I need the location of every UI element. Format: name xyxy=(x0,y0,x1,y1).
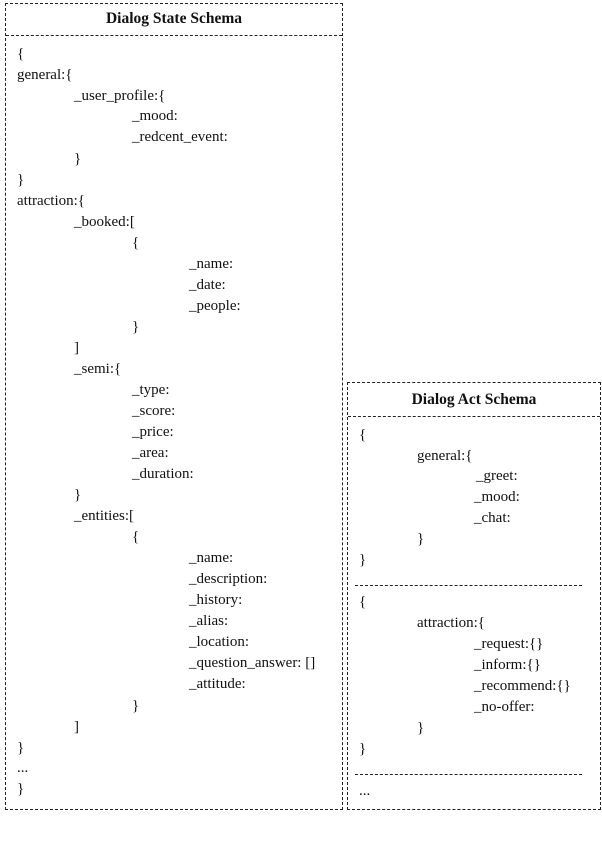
schema-line: { xyxy=(359,594,367,610)
schema-line: } xyxy=(132,698,140,714)
schema-line: ... xyxy=(17,760,29,776)
schema-line: general:{ xyxy=(17,67,73,83)
schema-line: _semi:{ xyxy=(74,361,122,377)
schema-line: ] xyxy=(74,719,79,735)
schema-line: ] xyxy=(74,340,79,356)
schema-line: attraction:{ xyxy=(17,193,86,209)
schema-line: _price: xyxy=(132,424,174,440)
schema-line: _duration: xyxy=(132,466,194,482)
schema-line: _no-offer: xyxy=(474,699,535,715)
schema-line: } xyxy=(417,531,425,547)
schema-line: _user_profile:{ xyxy=(74,88,166,104)
schema-line: { xyxy=(17,46,25,62)
schema-line: _greet: xyxy=(476,468,518,484)
schema-line: _name: xyxy=(189,550,234,566)
schema-line: } xyxy=(17,172,25,188)
dialog-act-schema-title: Dialog Act Schema xyxy=(411,391,537,408)
schema-line: _question_answer: [] xyxy=(189,655,316,671)
schema-line: _history: xyxy=(189,592,243,608)
schema-line: _inform:{} xyxy=(474,657,541,673)
dialog-act-schema-box: Dialog Act Schema xyxy=(347,382,601,810)
schema-line: } xyxy=(417,720,425,736)
schema-line: } xyxy=(359,741,367,757)
schema-line: } xyxy=(132,319,140,335)
schema-line: } xyxy=(17,781,25,797)
state-title-divider xyxy=(6,35,342,36)
schema-line: _recommend:{} xyxy=(474,678,571,694)
schema-line: _people: xyxy=(189,298,241,314)
schema-line: _booked:[ xyxy=(74,214,135,230)
act-section-divider xyxy=(355,774,582,775)
schema-line: _alias: xyxy=(189,613,229,629)
schema-line: _attitude: xyxy=(189,676,246,692)
schema-line: _request:{} xyxy=(474,636,544,652)
schema-line: _entities:[ xyxy=(74,508,134,524)
schema-line: _date: xyxy=(189,277,226,293)
schema-line: { xyxy=(132,235,140,251)
schema-line: { xyxy=(132,529,140,545)
schema-line: _area: xyxy=(132,445,169,461)
schema-line: _description: xyxy=(189,571,268,587)
schema-line: } xyxy=(74,487,82,503)
schema-line: _name: xyxy=(189,256,234,272)
schema-line: } xyxy=(17,740,25,756)
schema-line: _type: xyxy=(132,382,170,398)
schema-line: _mood: xyxy=(474,489,520,505)
schema-line: attraction:{ xyxy=(417,615,486,631)
schema-line: _redcent_event: xyxy=(132,129,228,145)
schema-line: { xyxy=(359,427,367,443)
schema-line: _chat: xyxy=(474,510,511,526)
schema-line: ... xyxy=(359,783,371,799)
schema-line: _score: xyxy=(132,403,176,419)
schema-line: _mood: xyxy=(132,108,178,124)
act-section-divider xyxy=(355,585,582,586)
schema-line: general:{ xyxy=(417,448,473,464)
schema-line: } xyxy=(359,552,367,568)
schema-line: } xyxy=(74,151,82,167)
act-title-divider xyxy=(348,416,600,417)
dialog-state-schema-title: Dialog State Schema xyxy=(105,10,243,27)
schema-line: _location: xyxy=(189,634,249,650)
dialog-state-schema-box: Dialog State Schema xyxy=(5,3,343,810)
